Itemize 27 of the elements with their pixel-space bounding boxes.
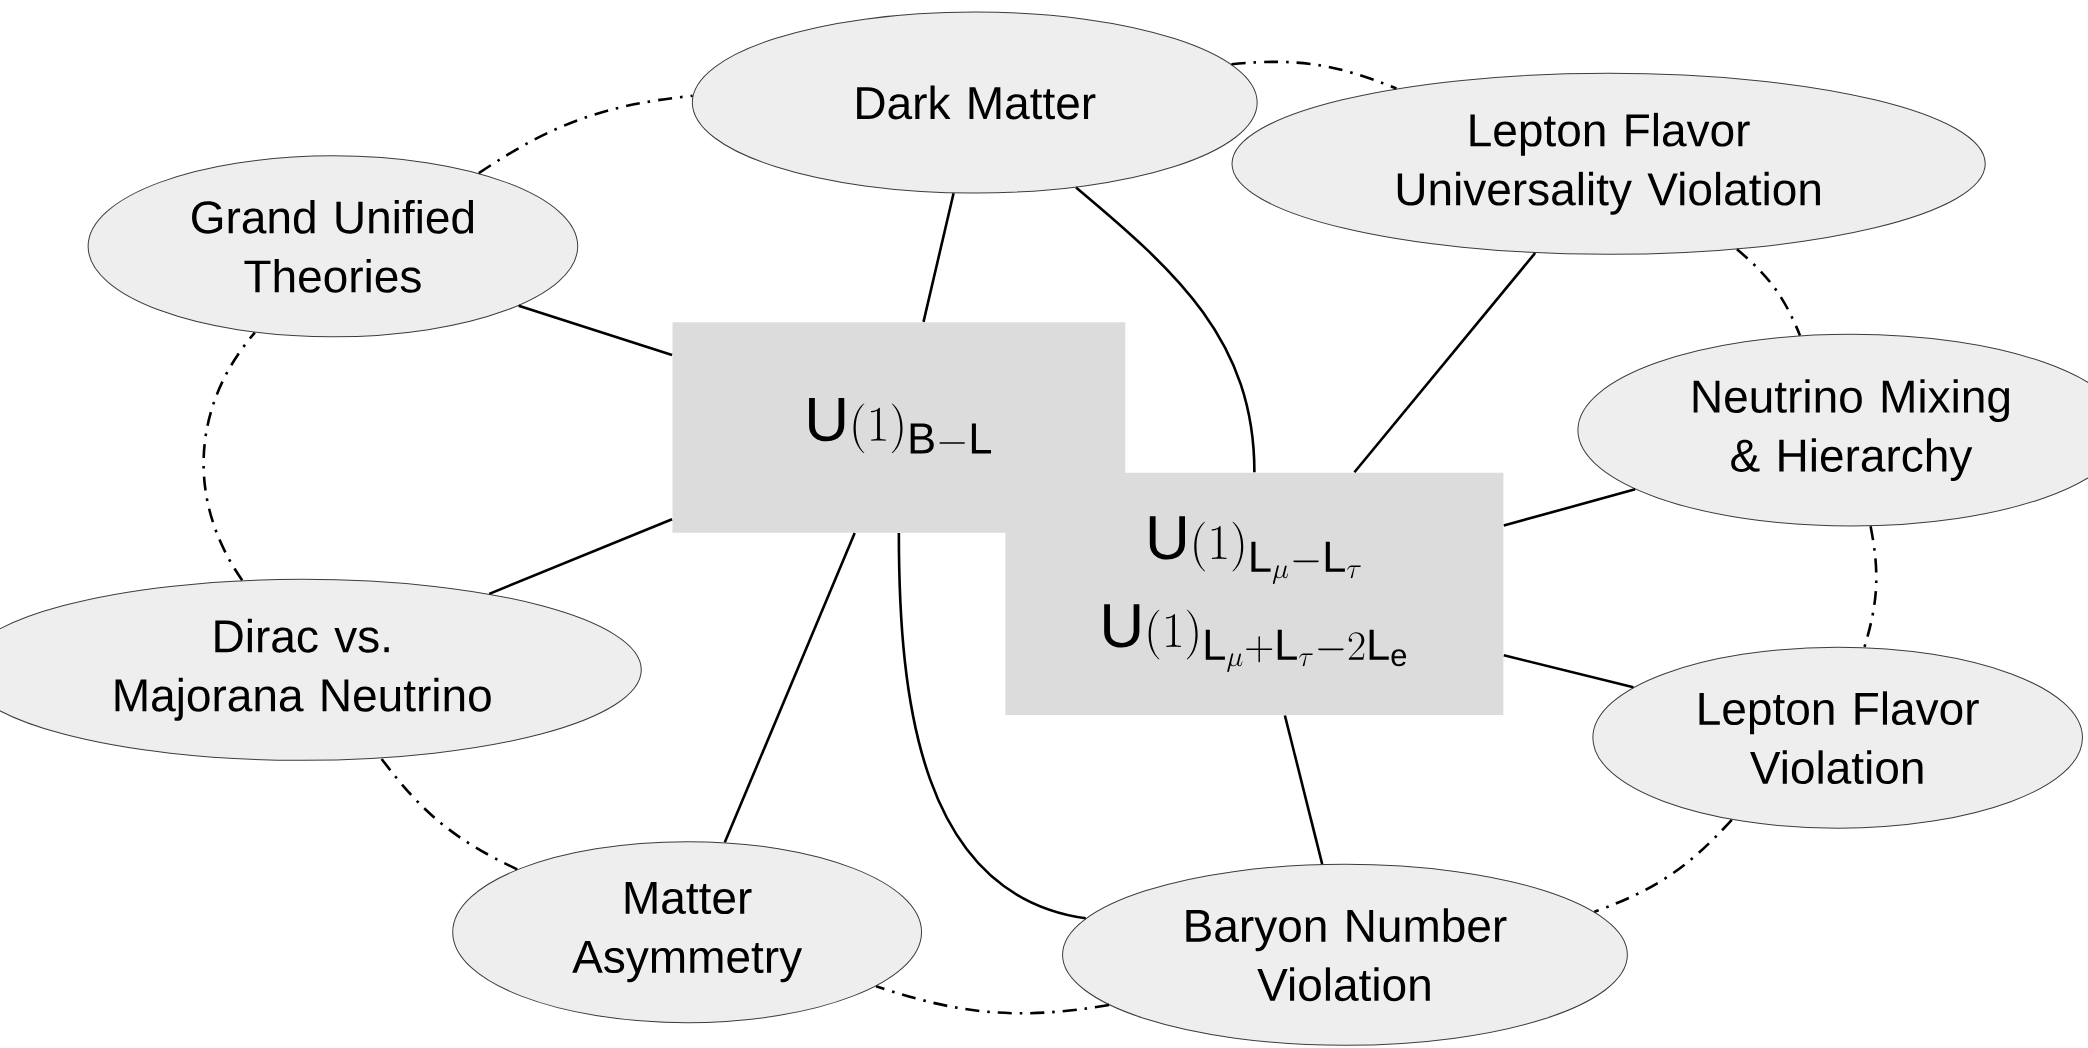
connector-line — [1353, 252, 1537, 474]
dotted-connector — [1593, 818, 1733, 914]
connector-line — [518, 304, 673, 357]
ellipse-node: Baryon Number Violation — [1062, 863, 1628, 1046]
dotted-connector — [478, 94, 693, 175]
connector-line — [922, 192, 955, 323]
dotted-connector — [380, 757, 518, 871]
connector-line — [1075, 186, 1256, 473]
ellipse-node: Lepton Flavor Violation — [1592, 646, 2083, 829]
connector-line — [1503, 488, 1636, 527]
connector-line — [488, 518, 673, 596]
dotted-connector — [1863, 526, 1878, 648]
connector-line — [897, 533, 1086, 920]
ellipse-node: Neutrino Mixing & Hierarchy — [1577, 333, 2088, 527]
dotted-connector — [875, 984, 1110, 1015]
ellipse-node: Grand Unified Theories — [87, 155, 579, 338]
connector-line — [1503, 653, 1634, 689]
ellipse-node: Dark Matter — [691, 11, 1258, 194]
dotted-connector — [1736, 248, 1802, 336]
formula-box: $\mathsf{U}(1)_{\mathsf{B}-\mathsf{L}}$ — [672, 322, 1126, 533]
connector-line — [723, 532, 856, 843]
ellipse-node: Matter Asymmetry — [452, 841, 923, 1024]
dotted-connector — [1231, 60, 1397, 90]
connector-line — [1283, 715, 1324, 865]
formula-box: $\mathsf{U}(1)_{\mathsf{L}_\mu-\mathsf{L}_\tau}$ $\mathsf{U}(1)_{\mathsf{L}_\mu+\mathsf{L}_\tau-2\mathsf{L}_\mathsf{e}}$ — [1005, 472, 1504, 716]
dotted-connector — [202, 331, 256, 581]
ellipse-node: Lepton Flavor Universality Violation — [1231, 72, 1986, 255]
